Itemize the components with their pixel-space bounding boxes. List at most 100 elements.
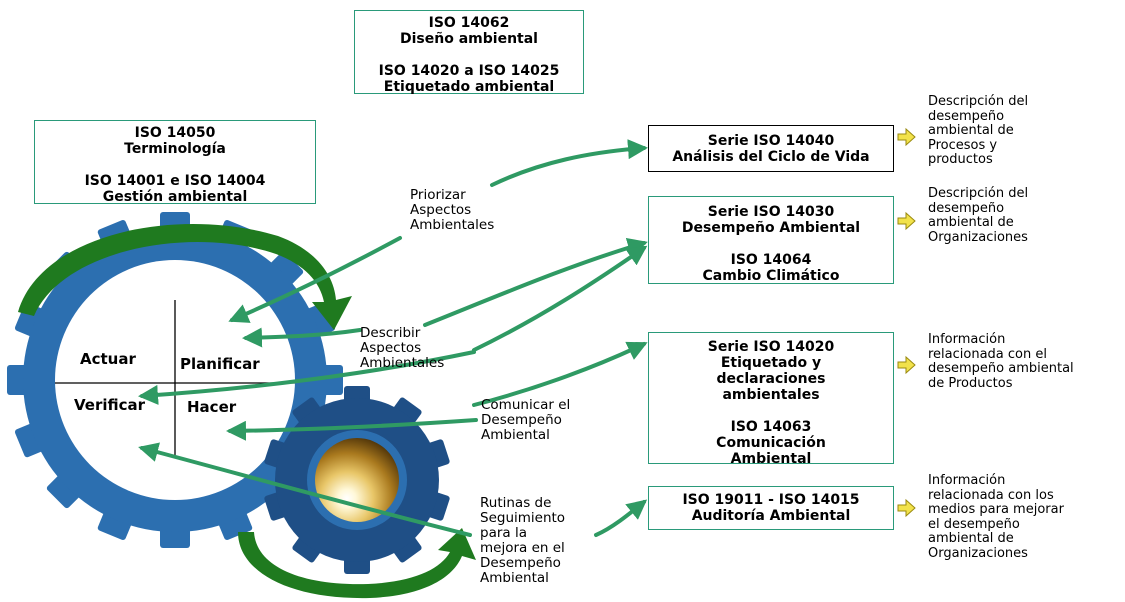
desc-line: Descripción del (928, 94, 1029, 109)
gear-tooth (392, 397, 422, 425)
gear-tooth (292, 535, 322, 563)
box-iso-14020: Serie ISO 14020 Etiquetado y declaracion… (648, 332, 894, 467)
label-line: Comunicar el (481, 397, 571, 413)
gear-tooth (292, 397, 322, 425)
box-line: ISO 14063 (730, 419, 812, 435)
arrow-describir-to-planificar (242, 327, 362, 348)
arrow-rutinas-to-verificar (138, 442, 472, 537)
arrow-priorizar-to-planificar (228, 236, 402, 323)
label-line: Aspectos (410, 202, 472, 218)
cycle-hacer: Hacer (187, 398, 237, 416)
desc-line: el desempeño (928, 516, 1020, 532)
box-line: Etiquetado y (720, 355, 822, 371)
desc-line: medios para mejorar (928, 502, 1064, 517)
box-line: declaraciones (716, 371, 826, 387)
gear-tooth (392, 535, 422, 563)
box-line: Análisis del Ciclo de Vida (672, 149, 870, 165)
desc-line: Organizaciones (928, 229, 1028, 245)
desc-line: ambiental de (928, 123, 1014, 138)
box-iso-19011: ISO 19011 - ISO 14015 Auditoría Ambienta… (648, 486, 894, 530)
desc-line: desempeño (928, 200, 1005, 216)
pointer-1-icon (897, 127, 916, 147)
box-line: Cambio Climático (702, 268, 840, 284)
desc-line: Organizaciones (928, 545, 1028, 561)
box-line: ISO 14064 (730, 252, 812, 268)
desc-line: relacionada con los (928, 487, 1054, 503)
label-priorizar: Priorizar Aspectos Ambientales (410, 188, 494, 233)
desc-line: Información (928, 332, 1006, 347)
pointer-2-icon (897, 211, 916, 231)
pointer-3-icon (897, 355, 916, 375)
box-line: ISO 14062 (428, 15, 510, 31)
arrow-describir-to-14030b (472, 245, 648, 352)
connector-arrows (138, 139, 648, 537)
label-line: para la (480, 525, 527, 541)
label-line: Describir (360, 325, 421, 341)
desc-line: de Productos (928, 375, 1013, 391)
gear-tooth (268, 251, 304, 287)
box-line: Etiquetado ambiental (383, 79, 555, 95)
label-line: Ambiental (481, 427, 550, 443)
desc-line: Descripción del (928, 186, 1029, 201)
label-line: Desempeño (480, 555, 561, 571)
arrow-priorizar-to-14040 (490, 139, 648, 187)
cycle-actuar: Actuar (80, 350, 136, 368)
box-line: ISO 14050 (134, 125, 216, 141)
label-line: mejora en el (480, 540, 565, 556)
cycle-verificar: Verificar (74, 396, 146, 414)
label-line: Ambientales (360, 355, 445, 371)
box-line: Diseño ambiental (400, 31, 538, 47)
arrow-rutinas-to-19011 (594, 499, 648, 537)
desc-line: ambiental de (928, 531, 1014, 546)
box-line: ISO 14001 e ISO 14004 (84, 173, 266, 189)
center-knob-icon (315, 438, 399, 522)
desc-line: Información (928, 473, 1006, 488)
box-line: ISO 14020 a ISO 14025 (378, 63, 560, 79)
desc-line: desempeño (928, 108, 1005, 124)
label-rutinas: Rutinas de Seguimiento para la mejora en… (480, 496, 565, 586)
label-line: Desempeño (481, 412, 562, 428)
gear-tooth (46, 473, 82, 509)
desc-line: ambiental de (928, 215, 1014, 230)
box-line: ISO 19011 - ISO 14015 (682, 492, 860, 508)
cycle-planificar: Planificar (180, 355, 260, 373)
pointer-arrows (897, 127, 916, 518)
arrow-comunicar-to-hacer (226, 418, 478, 441)
label-line: Ambientales (410, 217, 495, 233)
box-line: Serie ISO 14020 (707, 339, 835, 355)
desc-line: relacionada con el (928, 346, 1047, 362)
label-line: Aspectos (360, 340, 422, 356)
desc-line: desempeño ambiental (928, 361, 1074, 376)
box-line: Ambiental (730, 451, 812, 467)
box-iso-14040: Serie ISO 14040 Análisis del Ciclo de Vi… (648, 125, 894, 172)
description-4: Información relacionada con los medios p… (928, 473, 1064, 561)
box-line: Serie ISO 14030 (707, 204, 835, 220)
box-iso-14062: ISO 14062 Diseño ambiental ISO 14020 a I… (354, 10, 584, 95)
box-iso-14050: ISO 14050 Terminología ISO 14001 e ISO 1… (34, 120, 316, 205)
arrow-comunicar-to-14020 (472, 341, 648, 407)
description-2: Descripción del desempeño ambiental de O… (928, 186, 1029, 245)
cycle-arrow-top-icon (18, 223, 352, 330)
description-1: Descripción del desempeño ambiental de P… (928, 94, 1029, 168)
label-line: Priorizar (410, 187, 466, 203)
arrow-describir-to-14030a (423, 237, 648, 327)
desc-line: Procesos y (928, 137, 998, 153)
cycle-arrow-bottom-icon (238, 528, 476, 599)
box-line: Desempeño Ambiental (681, 220, 861, 236)
description-3: Información relacionada con el desempeño… (928, 332, 1074, 391)
arrow-describir-to-verificar (138, 350, 476, 405)
box-line: Terminología (124, 141, 226, 157)
label-line: Ambiental (480, 570, 549, 586)
label-line: Rutinas de (480, 495, 552, 511)
box-line: Gestión ambiental (102, 189, 248, 205)
box-line: Auditoría Ambiental (691, 508, 851, 524)
pointer-4-icon (897, 498, 916, 518)
label-describir: Describir Aspectos Ambientales (360, 326, 444, 371)
box-line: Serie ISO 14040 (707, 133, 835, 149)
label-line: Seguimiento (480, 510, 566, 526)
small-gear-icon (264, 386, 450, 574)
box-line: Comunicación (716, 435, 826, 451)
label-comunicar: Comunicar el Desempeño Ambiental (481, 398, 570, 443)
box-iso-14030: Serie ISO 14030 Desempeño Ambiental ISO … (648, 196, 894, 284)
